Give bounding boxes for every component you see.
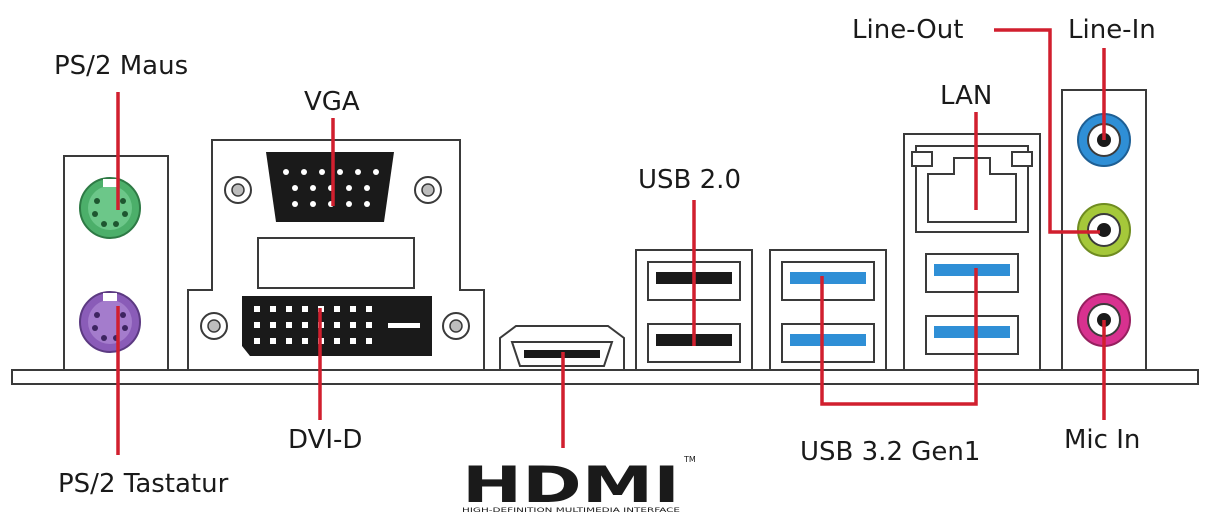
usb3-port-right-bottom — [925, 315, 1019, 355]
leader-usb3 — [820, 268, 978, 406]
ps2-mouse-port — [79, 177, 141, 239]
dvi-screw-left — [200, 312, 228, 340]
label-dvi: DVI-D — [288, 425, 362, 455]
usb3-port-left-top — [781, 261, 875, 301]
label-usb3: USB 3.2 Gen1 — [800, 437, 980, 467]
vga-screw-right — [414, 176, 442, 204]
line-out-jack — [1077, 203, 1131, 257]
label-ps2-keyboard: PS/2 Tastatur — [58, 469, 229, 499]
label-usb2: USB 2.0 — [638, 165, 741, 195]
label-line-in: Line-In — [1068, 15, 1156, 45]
label-vga: VGA — [304, 87, 360, 117]
leader-line-out — [994, 28, 1100, 234]
label-ps2-mouse: PS/2 Maus — [54, 51, 188, 81]
dvi-screw-right — [442, 312, 470, 340]
usb3-port-left-bottom — [781, 323, 875, 363]
hdmi-logo: HDMI TM HIGH-DEFINITION MULTIMEDIA INTER… — [462, 455, 696, 514]
label-mic-in: Mic In — [1064, 425, 1140, 455]
hdmi-wordmark: HDMI — [462, 456, 680, 514]
io-baseplate — [11, 369, 1199, 385]
video-block — [187, 139, 485, 370]
label-lan: LAN — [940, 81, 992, 111]
vga-screw-left — [224, 176, 252, 204]
hdmi-tagline: HIGH-DEFINITION MULTIMEDIA INTERFACE — [462, 507, 680, 514]
label-line-out: Line-Out — [852, 15, 963, 45]
usb3-block-left — [769, 249, 887, 370]
usb3-port-right-top — [925, 253, 1019, 293]
hdmi-trademark: TM — [683, 455, 696, 464]
lan-port — [911, 145, 1033, 233]
vga-port — [266, 152, 394, 222]
ps2-block — [63, 155, 169, 370]
ps2-keyboard-port — [79, 291, 141, 353]
lan-usb3-block — [903, 133, 1041, 370]
dvi-port — [242, 296, 432, 356]
